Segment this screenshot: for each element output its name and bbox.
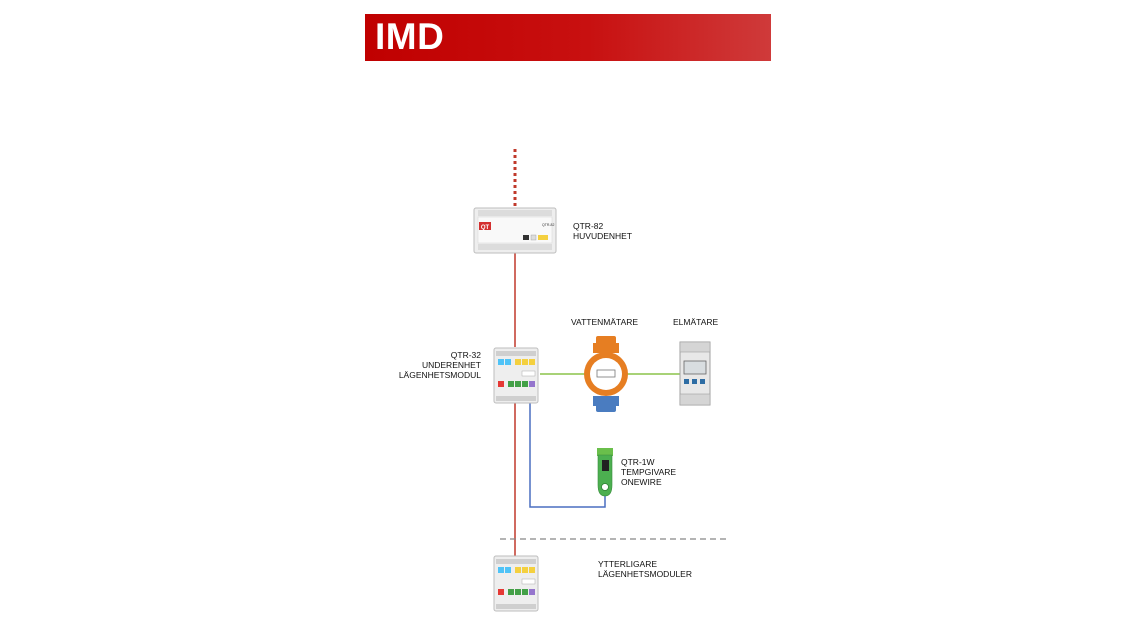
additional-module-device: [493, 555, 539, 612]
sub-unit-device: [493, 347, 539, 404]
temp-sensor-label-line2: TEMPGIVARE: [621, 467, 677, 477]
water-meter-label: VATTENMÄTARE: [571, 317, 639, 327]
qt-logo-text: QT: [481, 225, 490, 231]
temp-sensor-device: [597, 448, 613, 497]
banner-title: IMD: [375, 16, 445, 57]
sub-unit-label-line2: UNDERENHET: [421, 360, 481, 370]
title-banner: IMD: [365, 14, 771, 61]
temp-sensor-label-line1: QTR-1W: [621, 457, 655, 467]
qt-logo-icon: [479, 222, 491, 230]
main-unit-label-line2: HUVUDENHET: [573, 231, 633, 241]
temp-sensor-label: QTR-1W TEMPGIVARE ONEWIRE: [621, 457, 676, 487]
additional-modules-label-line1: YTTERLIGARE: [598, 559, 658, 569]
main-unit-device: QT QTR-82: [473, 207, 557, 254]
main-unit-label: QTR-82 HUVUDENHET: [573, 221, 632, 241]
sub-unit-label-line3: LÄGENHETSMODUL: [398, 370, 481, 380]
electric-meter-label: ELMÄTARE: [673, 317, 719, 327]
water-meter-device: [584, 336, 628, 412]
additional-modules-label-line2: LÄGENHETSMODULER: [598, 569, 692, 579]
temp-sensor-label-line3: ONEWIRE: [621, 477, 662, 487]
sub-unit-label-line1: QTR-32: [450, 350, 481, 360]
onewire-line: [529, 403, 606, 508]
sub-unit-label: QTR-32 UNDERENHET LÄGENHETSMODUL: [388, 350, 481, 380]
additional-modules-label: YTTERLIGARE LÄGENHETSMODULER: [598, 559, 692, 579]
main-unit-label-line1: QTR-82: [573, 221, 604, 231]
electric-meter-device: [679, 341, 711, 406]
main-unit-model-small: QTR-82: [542, 223, 555, 227]
